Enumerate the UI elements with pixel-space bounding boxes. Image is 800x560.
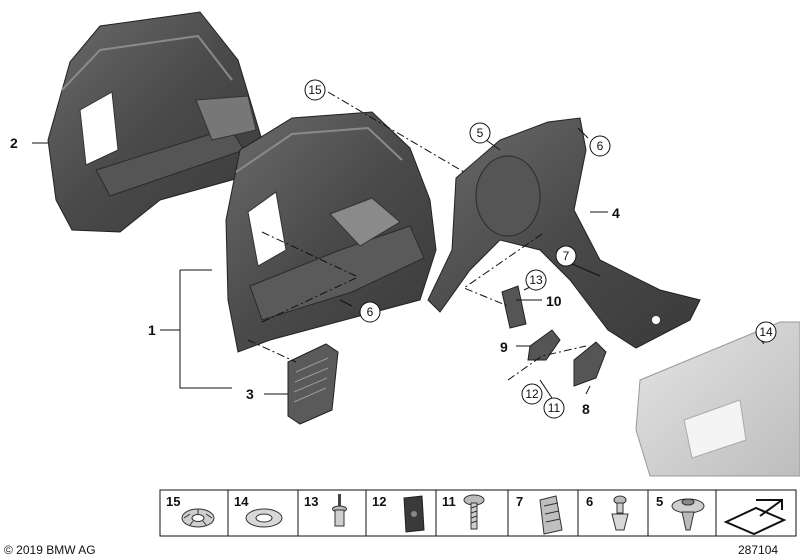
washer-icon (245, 508, 283, 528)
callout-9: 9 (500, 339, 508, 355)
callout-5: 5 (469, 122, 491, 144)
star-washer-icon (181, 508, 215, 528)
callout-3: 3 (246, 386, 254, 402)
part-3-grille (287, 343, 339, 425)
tray-label-12: 12 (372, 494, 386, 509)
svg-text:14: 14 (759, 325, 773, 339)
leader-lines (32, 127, 765, 399)
part-10-clip (501, 285, 527, 329)
callout-11: 11 (543, 397, 565, 419)
spring-clip-icon (539, 495, 563, 535)
callout-6-mid: 6 (359, 301, 381, 323)
svg-text:6: 6 (597, 139, 604, 153)
figure-id: 287104 (738, 543, 779, 557)
callout-8: 8 (582, 401, 590, 417)
tray-label-13: 13 (304, 494, 318, 509)
fastener-tray: 15 14 13 12 11 7 6 5 (159, 489, 797, 537)
tray-label-6: 6 (586, 494, 593, 509)
callout-13: 13 (525, 269, 547, 291)
callout-4: 4 (612, 205, 620, 221)
clip-nut-icon (403, 495, 425, 533)
callout-12: 12 (521, 383, 543, 405)
callout-2: 2 (10, 135, 18, 151)
svg-text:6: 6 (367, 305, 374, 319)
callout-7: 7 (555, 245, 577, 267)
callout-1: 1 (148, 322, 156, 338)
svg-text:5: 5 (477, 126, 484, 140)
push-rivet-icon (611, 495, 629, 531)
part-14-panel (635, 321, 800, 477)
callout-14: 14 (755, 321, 777, 343)
part-1-side-trunk-trim (225, 111, 437, 353)
svg-text:7: 7 (563, 249, 570, 263)
tray-label-14: 14 (234, 494, 249, 509)
alignment-lines (247, 91, 587, 381)
part-2-trunk-trim-panel (47, 11, 263, 233)
screw-icon (463, 494, 485, 530)
tray-label-15: 15 (166, 494, 180, 509)
tray-label-7: 7 (516, 494, 523, 509)
rivet-icon (332, 494, 347, 527)
expanding-rivet-icon (671, 498, 705, 531)
tray-label-11: 11 (442, 494, 456, 509)
svg-text:11: 11 (548, 401, 561, 415)
svg-text:15: 15 (308, 83, 322, 97)
callout-6-top: 6 (589, 135, 611, 157)
tray-label-5: 5 (656, 494, 663, 509)
svg-text:13: 13 (529, 273, 543, 287)
part-4-bracket-panel (427, 117, 701, 349)
callout-15: 15 (304, 79, 326, 101)
callout-10: 10 (546, 293, 562, 309)
part-8-clip (573, 341, 607, 387)
part-9-clip (527, 329, 561, 361)
copyright-text: © 2019 BMW AG (4, 543, 96, 557)
arrow-direction-icon (723, 499, 787, 536)
svg-text:12: 12 (525, 387, 539, 401)
